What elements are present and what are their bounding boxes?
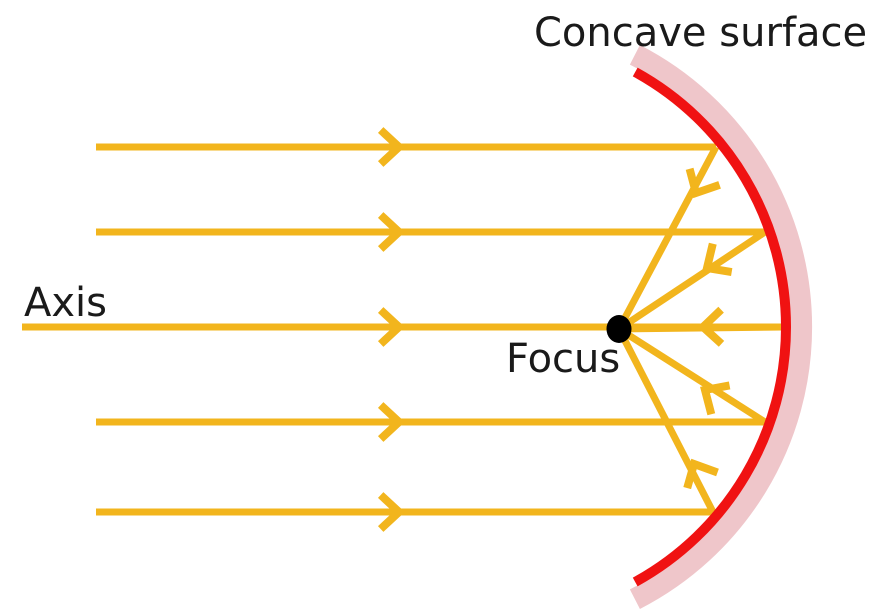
incident-ray-top-arrowhead (377, 127, 405, 167)
incident-ray-axis-arrowhead (377, 307, 405, 347)
mirror-arc (632, 67, 791, 587)
reflected-ray-bottom-arrowhead (683, 458, 719, 490)
reflected-ray-axis-arrowhead (697, 306, 725, 347)
reflected-ray-upper-arrowhead (702, 242, 733, 277)
reflected-ray-top (615, 145, 720, 331)
reflected-ray-lower (617, 326, 767, 425)
reflected-ray-top-arrowhead (685, 167, 721, 199)
mirror-glow-arc (629, 45, 813, 609)
incident-ray-upper-arrowhead (377, 212, 405, 252)
incident-ray-bottom-arrowhead (377, 492, 405, 532)
concave-surface-title: Concave surface (534, 10, 868, 56)
axis-label: Axis (24, 280, 107, 326)
reflected-ray-upper (617, 229, 767, 332)
reflected-ray-bottom (615, 327, 717, 514)
focus-label: Focus (506, 336, 621, 382)
reflected-ray-lower-arrowhead (700, 381, 731, 416)
focus-point-dot (606, 315, 632, 343)
incident-ray-lower-arrowhead (377, 402, 405, 442)
